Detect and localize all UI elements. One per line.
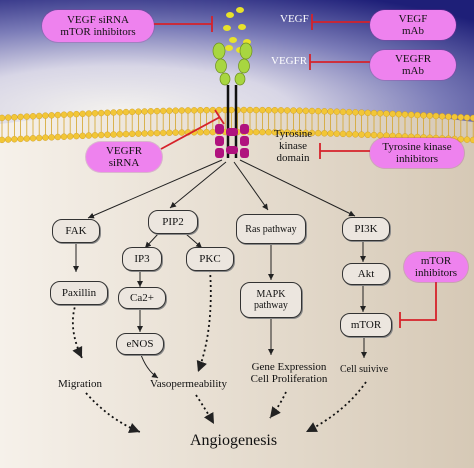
dotted-arrows [71, 269, 367, 433]
inhibitor-label: VEGFR [394, 53, 432, 65]
inhibitor-label: inhibitors [414, 267, 458, 279]
vegfr-label: VEGFR [271, 55, 308, 67]
vasopermeability-label: Vasopermeability [150, 378, 227, 390]
paxillin-node: Paxillin [50, 281, 108, 305]
inhibitor-label: mAb [401, 25, 424, 37]
mtor-node: mTOR [340, 313, 392, 337]
angiogenesis-title: Angiogenesis [190, 432, 278, 449]
tk-domain-line: domain [276, 152, 310, 164]
gene-expression-label: Gene Expression Cell Proliferation [244, 361, 334, 385]
fak-node: FAK [52, 219, 100, 243]
inhibitor-label: siRNA [108, 157, 140, 169]
vegfr-receptor [212, 42, 253, 158]
pip2-node: PIP2 [148, 210, 198, 234]
mapk-line: pathway [254, 300, 288, 311]
inhibitor-label: VEGF [398, 13, 428, 25]
inhibitor-label: inhibitors [395, 153, 439, 165]
tk-domain-line: kinase [278, 140, 308, 152]
pkc-node: PKC [186, 247, 234, 271]
gene-line: Gene Expression [251, 361, 327, 373]
gene-line: Cell Proliferation [250, 373, 328, 385]
tk-domain-line: Tyrosine [273, 128, 313, 140]
vegf-label: VEGF [280, 13, 309, 25]
calcium-node: Ca2+ [118, 287, 166, 309]
inhibitor-label: VEGF siRNA [66, 14, 130, 26]
migration-label: Migration [58, 378, 102, 390]
cell-survive-label: Cell suivive [340, 364, 389, 375]
enos-node: eNOS [116, 333, 164, 355]
ras-pathway-node: Ras pathway [236, 214, 306, 244]
inhibition-lines [152, 14, 437, 328]
inhibitor-label: mTOR inhibitors [60, 26, 136, 38]
inhibitor-label: mAb [402, 65, 424, 77]
signal-arrows [73, 159, 367, 379]
ip3-node: IP3 [122, 247, 162, 271]
akt-node: Akt [342, 263, 390, 285]
tyrosine-kinase-domain-label: Tyrosine kinase domain [268, 128, 318, 164]
pi3k-node: PI3K [342, 217, 390, 241]
inhibitor-label: mTOR [420, 255, 452, 267]
inhibitor-label: VEGFR [105, 145, 143, 157]
inhibitor-label: Tyrosine kinase [382, 141, 452, 153]
vegf-ligands [223, 7, 251, 53]
mapk-line: MAPK [256, 289, 286, 300]
